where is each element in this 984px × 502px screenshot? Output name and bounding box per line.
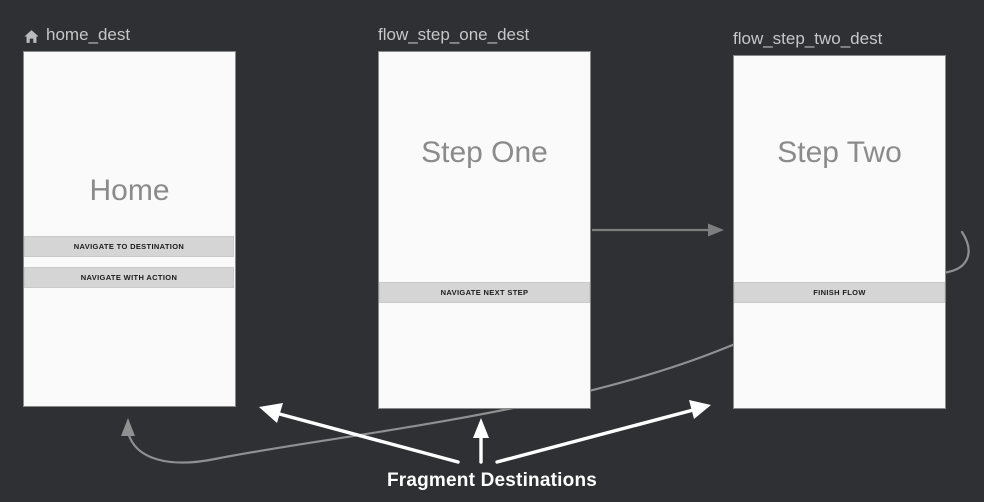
- annotation-pointer-middle: [473, 418, 489, 464]
- button-navigate-next-step[interactable]: NAVIGATE NEXT STEP: [379, 282, 590, 303]
- button-navigate-with-action[interactable]: NAVIGATE WITH ACTION: [24, 267, 234, 288]
- node-label-text: flow_step_one_dest: [378, 25, 530, 44]
- button-navigate-to-destination[interactable]: NAVIGATE TO DESTINATION: [24, 236, 234, 257]
- node-label-flow-step-one-dest: flow_step_one_dest: [378, 25, 529, 45]
- edge-step-one-to-step-two-arrowhead: [708, 223, 724, 237]
- destination-node-flow-step-one-dest[interactable]: flow_step_one_dest Step One NAVIGATE NEX…: [378, 25, 591, 409]
- card-title: Step Two: [777, 136, 902, 169]
- destination-card-flow-step-two-dest[interactable]: Step Two FINISH FLOW: [733, 55, 946, 409]
- node-label-text: home_dest: [46, 25, 131, 44]
- annotation-pointer-right: [495, 400, 711, 464]
- home-icon: [23, 28, 40, 45]
- node-label-text: flow_step_two_dest: [733, 29, 883, 48]
- destination-node-flow-step-two-dest[interactable]: flow_step_two_dest Step Two FINISH FLOW: [733, 29, 946, 409]
- destination-node-home-dest[interactable]: home_dest Home NAVIGATE TO DESTINATION N…: [23, 25, 236, 407]
- annotation-pointer-left: [259, 403, 460, 464]
- edge-step-two-to-home-arrowhead: [121, 418, 135, 436]
- card-title: Home: [89, 174, 170, 207]
- destination-card-home-dest[interactable]: Home NAVIGATE TO DESTINATION NAVIGATE WI…: [23, 51, 236, 407]
- destination-card-flow-step-one-dest[interactable]: Step One NAVIGATE NEXT STEP: [378, 51, 591, 409]
- card-title: Step One: [421, 136, 548, 169]
- node-label-flow-step-two-dest: flow_step_two_dest: [733, 29, 882, 49]
- annotation-caption: Fragment Destinations: [386, 470, 598, 491]
- button-finish-flow[interactable]: FINISH FLOW: [734, 282, 945, 303]
- node-label-home-dest: home_dest: [23, 25, 130, 45]
